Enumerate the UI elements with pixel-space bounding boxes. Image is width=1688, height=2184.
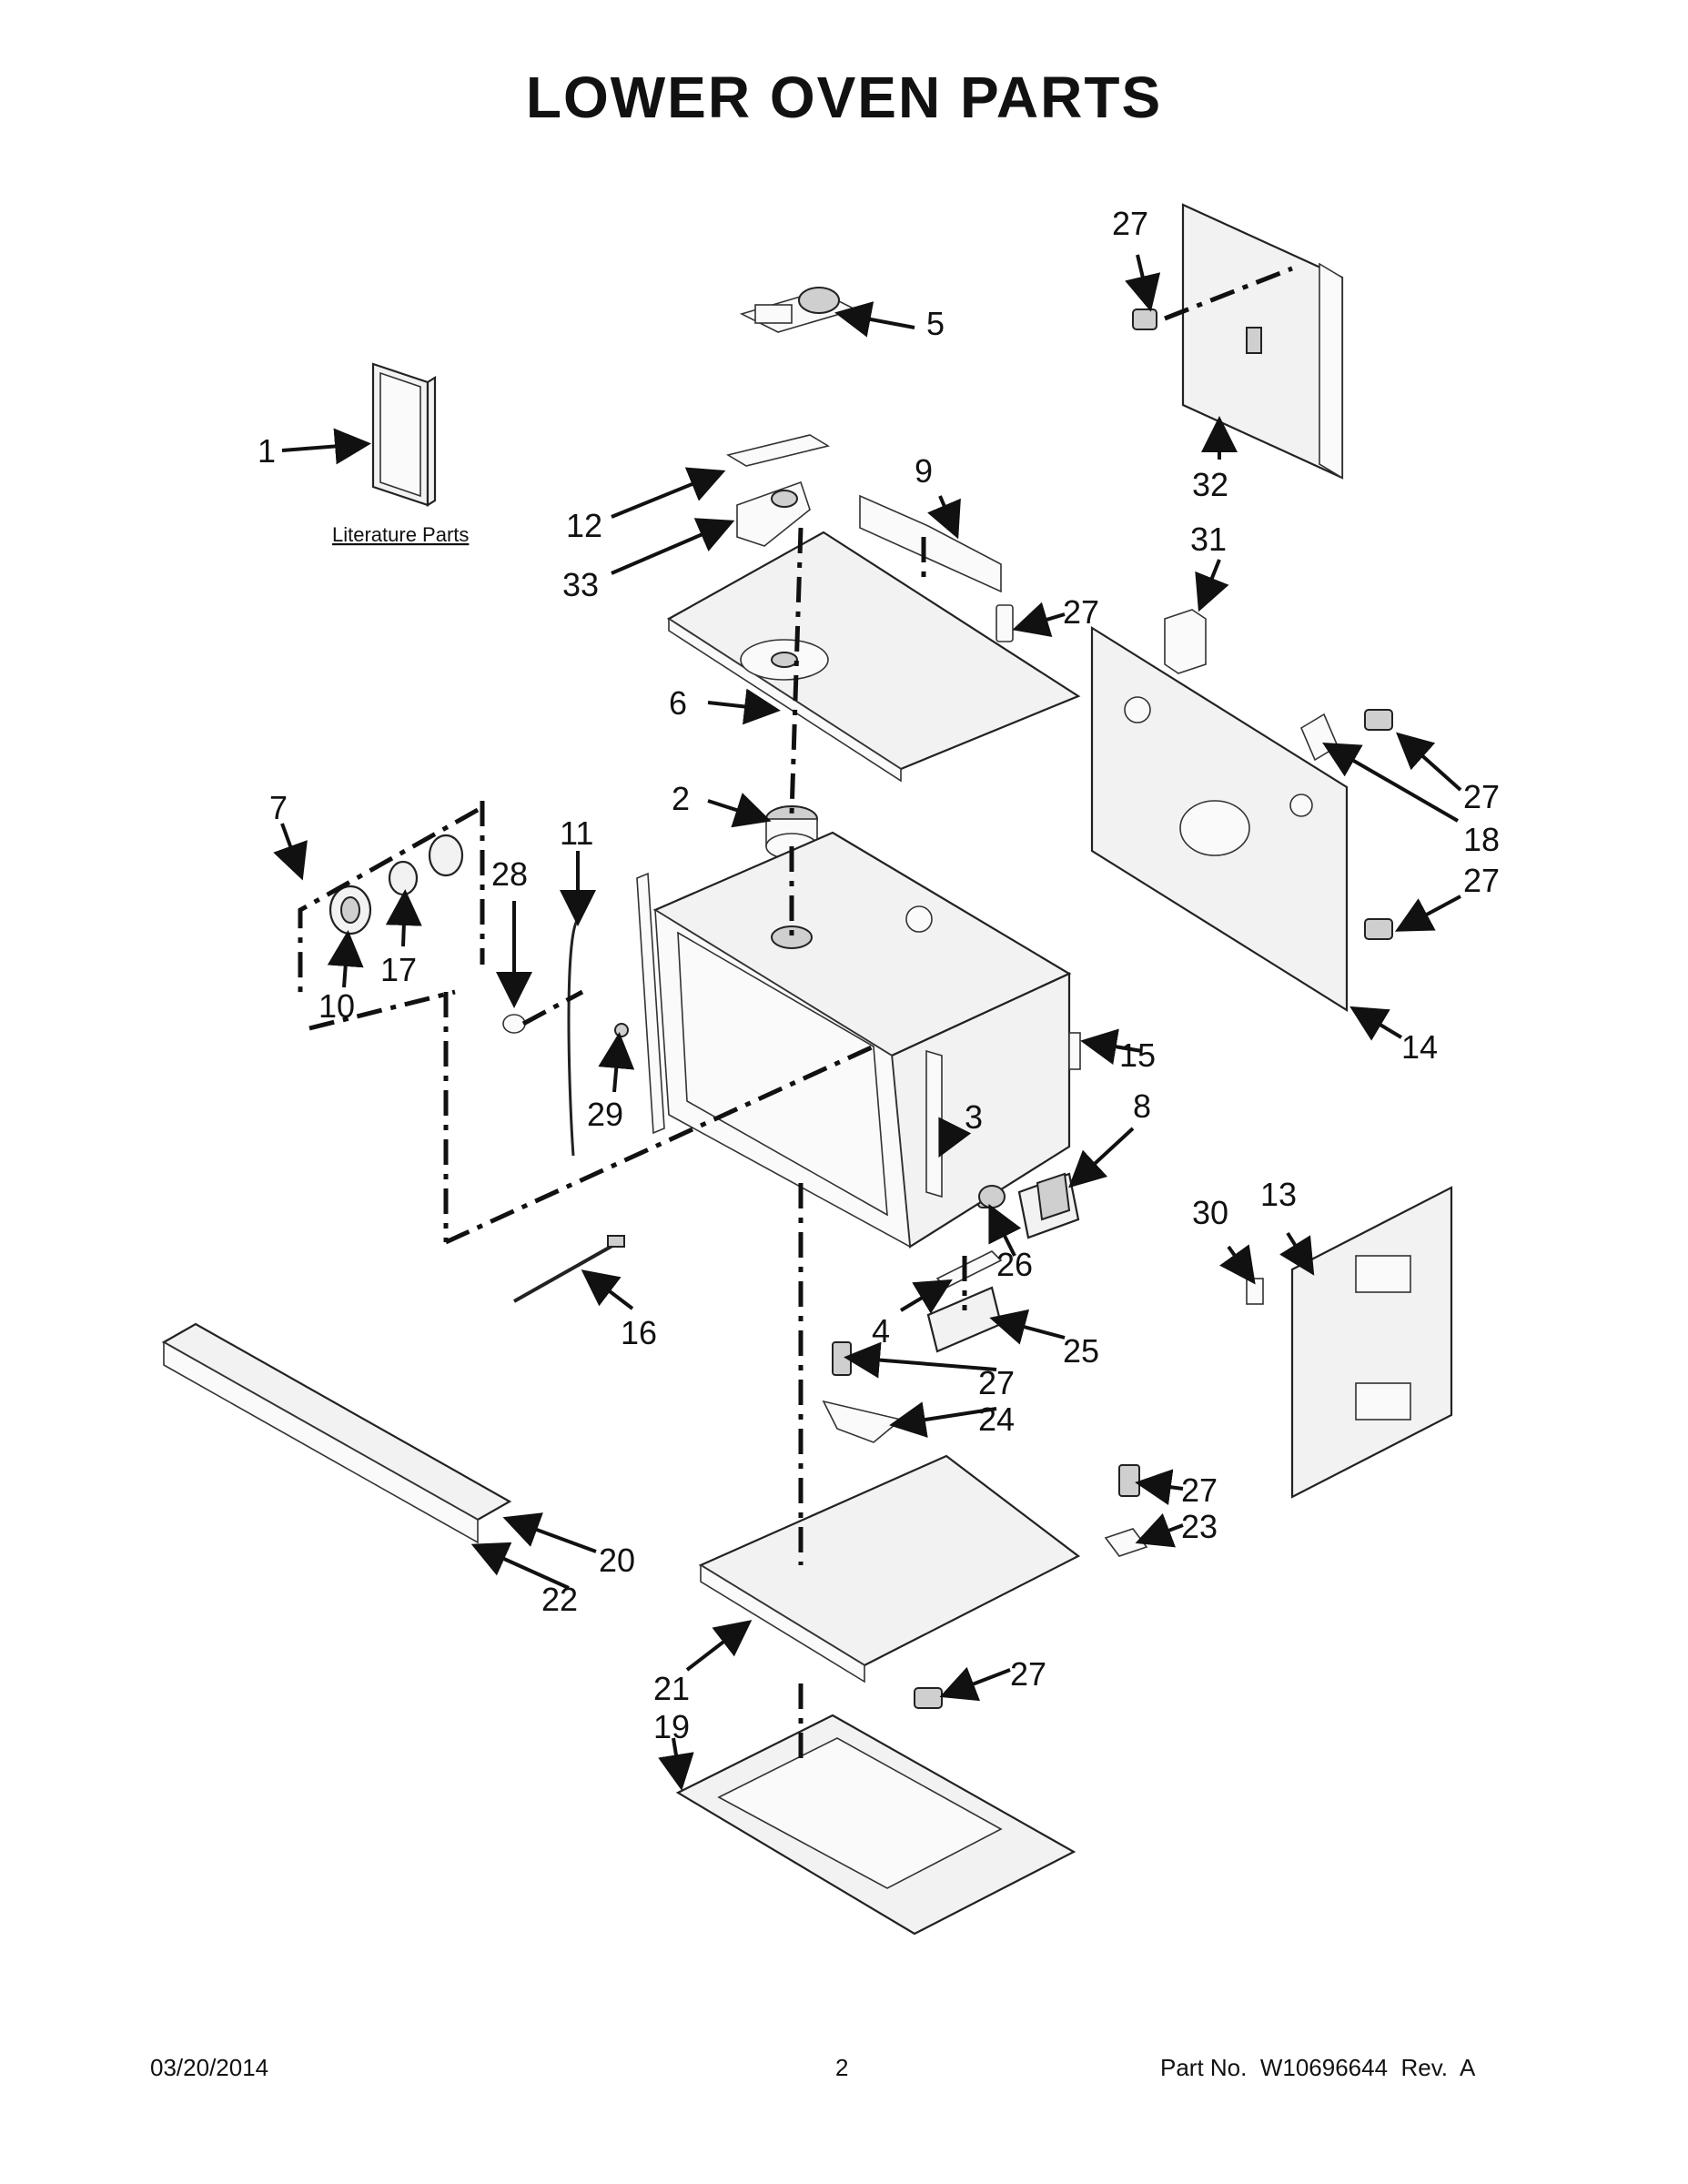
literature-parts-label: Literature Parts (332, 523, 469, 546)
page-title: LOWER OVEN PARTS (525, 65, 1163, 130)
part-31-box (1164, 609, 1207, 674)
part-5-lock-assembly (739, 287, 858, 333)
callout-5: 5 (926, 305, 945, 342)
callout-21: 21 (653, 1670, 690, 1707)
part-3-hinge (925, 1049, 943, 1198)
part-16-sensor (513, 1235, 625, 1303)
callout-27: 27 (1010, 1655, 1046, 1693)
part-9-channel (859, 494, 1002, 593)
callout-6: 6 (669, 684, 687, 722)
callout-13: 13 (1260, 1176, 1297, 1213)
part-20-22-rails (161, 1322, 512, 1544)
callout-3: 3 (965, 1098, 983, 1136)
callout-29: 29 (587, 1096, 623, 1133)
part-18-bracket (1299, 713, 1339, 762)
footer-date: 03/20/2014 (150, 2054, 269, 2081)
callout-33: 33 (562, 566, 599, 603)
callout-27: 27 (1181, 1471, 1218, 1509)
part-30 (1246, 1278, 1264, 1305)
callout-10: 10 (318, 987, 355, 1025)
part-11-wire (567, 918, 580, 1157)
footer-page-number: 2 (835, 2054, 849, 2081)
callout-labels: 1 Literature Parts 5 27 32 12 33 9 27 31… (258, 205, 1500, 1745)
callout-4: 4 (872, 1312, 890, 1350)
callout-27: 27 (1112, 205, 1148, 242)
part-28 (502, 1014, 526, 1034)
callout-9: 9 (915, 452, 933, 490)
callout-20: 20 (599, 1542, 635, 1579)
part-13-side-panel (1290, 1186, 1453, 1499)
part-29 (614, 1023, 629, 1037)
part-14-side-panel (1090, 626, 1349, 1012)
callout-27: 27 (1463, 778, 1500, 815)
callout-7: 7 (269, 789, 288, 826)
callout-19: 19 (653, 1708, 690, 1745)
callout-27: 27 (1063, 593, 1099, 631)
callout-1: 1 (258, 432, 276, 470)
part-2-fan (765, 805, 818, 860)
callout-leaders (273, 254, 1462, 1791)
part-26 (978, 1185, 1006, 1208)
callout-25: 25 (1063, 1332, 1099, 1370)
part-21-floor (698, 1454, 1081, 1684)
callout-14: 14 (1401, 1028, 1438, 1066)
callout-30: 30 (1192, 1194, 1228, 1231)
part-32-back-panel (1181, 203, 1344, 480)
part-oven-cavity (652, 831, 1072, 1249)
part-knob-assembly (329, 834, 464, 935)
callout-24: 24 (978, 1400, 1015, 1438)
callout-17: 17 (380, 951, 417, 988)
part-15 (1068, 1032, 1081, 1070)
footer-part-number: Part No. W10696644 Rev. A (1160, 2054, 1476, 2081)
assembly-lines (298, 266, 1293, 1761)
part-6-top-panel (666, 531, 1081, 783)
callout-16: 16 (621, 1314, 657, 1351)
callout-26: 26 (996, 1246, 1033, 1283)
callout-23: 23 (1181, 1508, 1218, 1545)
callout-8: 8 (1133, 1087, 1151, 1125)
callout-11: 11 (560, 814, 593, 852)
callout-28: 28 (491, 855, 528, 893)
part-literature (371, 362, 437, 507)
callout-27: 27 (1463, 862, 1500, 899)
part-8-vent (1017, 1172, 1080, 1239)
part-19-bottom-tray (675, 1714, 1076, 1936)
callout-12: 12 (566, 507, 602, 544)
callout-22: 22 (541, 1581, 578, 1618)
part-24 (822, 1400, 903, 1443)
part-23 (1104, 1528, 1148, 1557)
callout-2: 2 (672, 780, 690, 817)
callout-32: 32 (1192, 466, 1228, 503)
part-frame (636, 872, 665, 1135)
callout-18: 18 (1463, 821, 1500, 858)
part-12-33-brackets (725, 434, 831, 547)
callout-31: 31 (1190, 521, 1227, 558)
callout-15: 15 (1119, 1036, 1156, 1074)
callout-27: 27 (978, 1364, 1015, 1401)
